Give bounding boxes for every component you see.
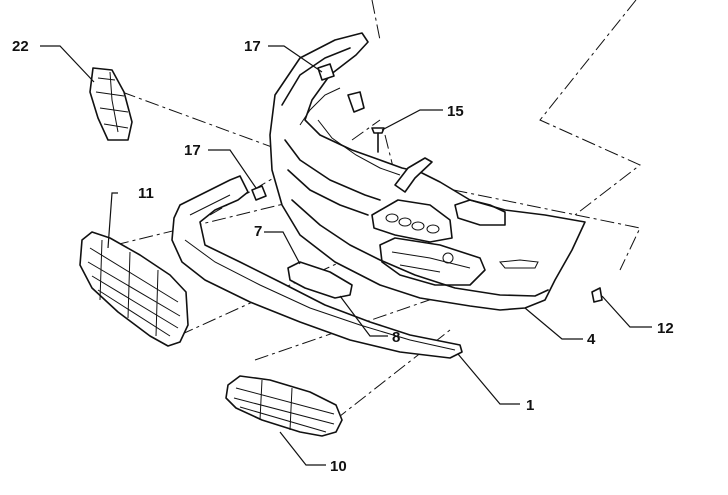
clip-17-lower bbox=[251, 185, 267, 201]
insert-7 bbox=[287, 261, 353, 299]
screw-15 bbox=[371, 127, 385, 153]
callout-17-upper: 17 bbox=[244, 38, 261, 55]
bumper-cover-4 bbox=[269, 32, 586, 311]
clip-17-upper bbox=[317, 63, 335, 81]
grille-11 bbox=[79, 231, 189, 347]
callout-7: 7 bbox=[254, 223, 262, 240]
callout-10: 10 bbox=[330, 458, 347, 475]
callout-1: 1 bbox=[526, 397, 534, 414]
callout-labels: 22 17 15 17 11 7 8 4 12 1 10 bbox=[12, 38, 674, 475]
callout-12: 12 bbox=[657, 320, 674, 337]
bracket-22 bbox=[89, 67, 133, 141]
screw-12 bbox=[591, 287, 603, 303]
spoiler-1 bbox=[171, 175, 463, 359]
callout-8: 8 bbox=[392, 329, 400, 346]
callout-11: 11 bbox=[138, 185, 154, 202]
callout-15: 15 bbox=[447, 103, 464, 120]
callout-22: 22 bbox=[12, 38, 29, 55]
grille-10 bbox=[225, 375, 343, 437]
leader-lines bbox=[40, 45, 652, 466]
callout-4: 4 bbox=[587, 331, 596, 348]
callout-17-lower: 17 bbox=[184, 142, 201, 159]
